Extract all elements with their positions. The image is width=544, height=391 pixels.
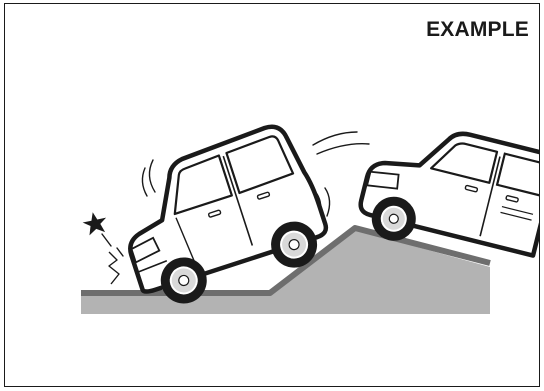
motion-lines [313,132,369,154]
impact-mark [81,210,123,284]
illustration-drawing [5,4,540,387]
illustration-frame: EXAMPLE [4,3,540,387]
